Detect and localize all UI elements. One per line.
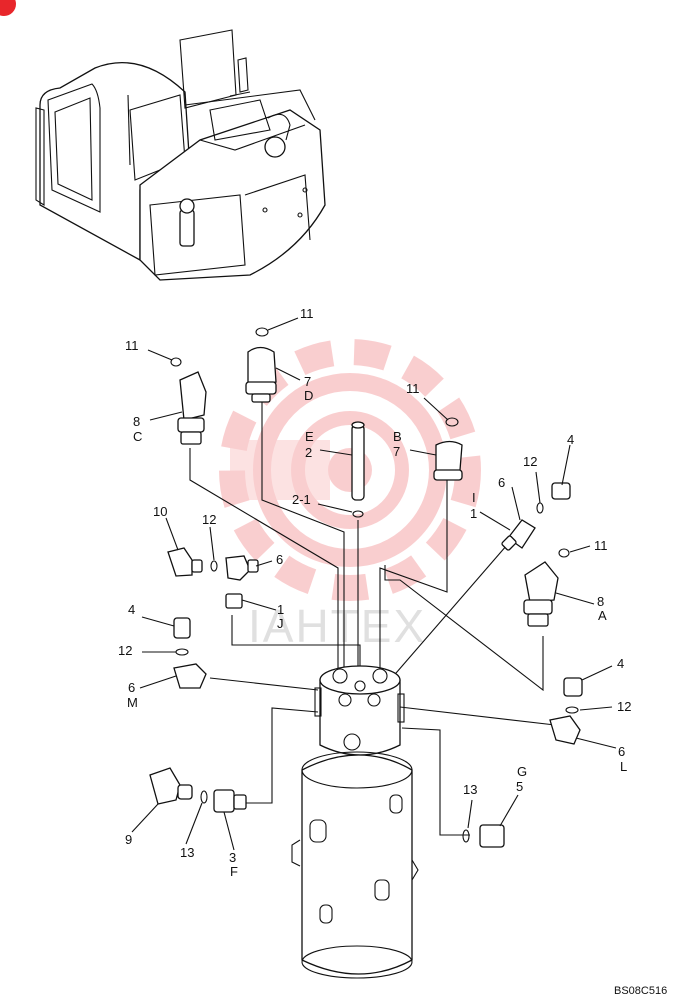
callout-6: 6: [498, 475, 505, 490]
callout-2: 2: [305, 445, 312, 460]
callout-7: 7: [393, 444, 400, 459]
callout-6: 6: [128, 680, 135, 695]
callout-letter-g: G: [517, 764, 527, 779]
callout-8: 8: [597, 594, 604, 609]
callout-11: 11: [594, 538, 608, 553]
callout-9: 9: [125, 832, 132, 847]
callout-4: 4: [567, 432, 574, 447]
callout-letter-d: D: [304, 388, 313, 403]
swivel-joint-illustration: [291, 665, 419, 979]
callout-5: 5: [516, 779, 523, 794]
callout-letter-i: I: [472, 490, 476, 505]
callout-letter-c: C: [133, 429, 142, 444]
callout-10: 10: [153, 504, 167, 519]
callout-12: 12: [202, 512, 216, 527]
callout-letter-j: J: [277, 616, 284, 631]
callout-4: 4: [617, 656, 624, 671]
callout-1: 1: [277, 602, 284, 617]
callout-labels: 11 11 8 C 7 D 11 2 E 7 B 4 12 6 1 I 2-1 …: [118, 306, 631, 879]
callout-11: 11: [406, 381, 420, 396]
callout-2-1: 2-1: [292, 492, 311, 507]
elbow-fitting-8c: [179, 371, 207, 421]
callout-7: 7: [304, 374, 311, 389]
callout-6: 6: [276, 552, 283, 567]
fittings: [149, 327, 583, 848]
excavator-housing-illustration: [35, 29, 326, 281]
connection-lines: [189, 400, 556, 836]
callout-letter-e: E: [305, 429, 314, 444]
callout-6: 6: [618, 744, 625, 759]
callout-8: 8: [133, 414, 140, 429]
callout-12: 12: [523, 454, 537, 469]
watermark-text: IAHTEX: [248, 600, 426, 652]
corner-badge-icon: [0, 0, 16, 16]
callout-13: 13: [180, 845, 194, 860]
callout-12: 12: [617, 699, 631, 714]
callout-12: 12: [118, 643, 132, 658]
callout-11: 11: [125, 338, 139, 353]
callout-3: 3: [229, 850, 236, 865]
callout-letter-b: B: [393, 429, 402, 444]
callout-letter-l: L: [620, 759, 627, 774]
callout-letter-a: A: [598, 608, 607, 623]
callout-1: 1: [470, 506, 477, 521]
callout-4: 4: [128, 602, 135, 617]
drawing-code: BS08C516: [614, 985, 667, 997]
callout-letter-m: M: [127, 695, 138, 710]
callout-13: 13: [463, 782, 477, 797]
callout-letter-f: F: [230, 864, 238, 879]
leader-lines: [131, 317, 617, 851]
callout-11: 11: [300, 306, 314, 321]
